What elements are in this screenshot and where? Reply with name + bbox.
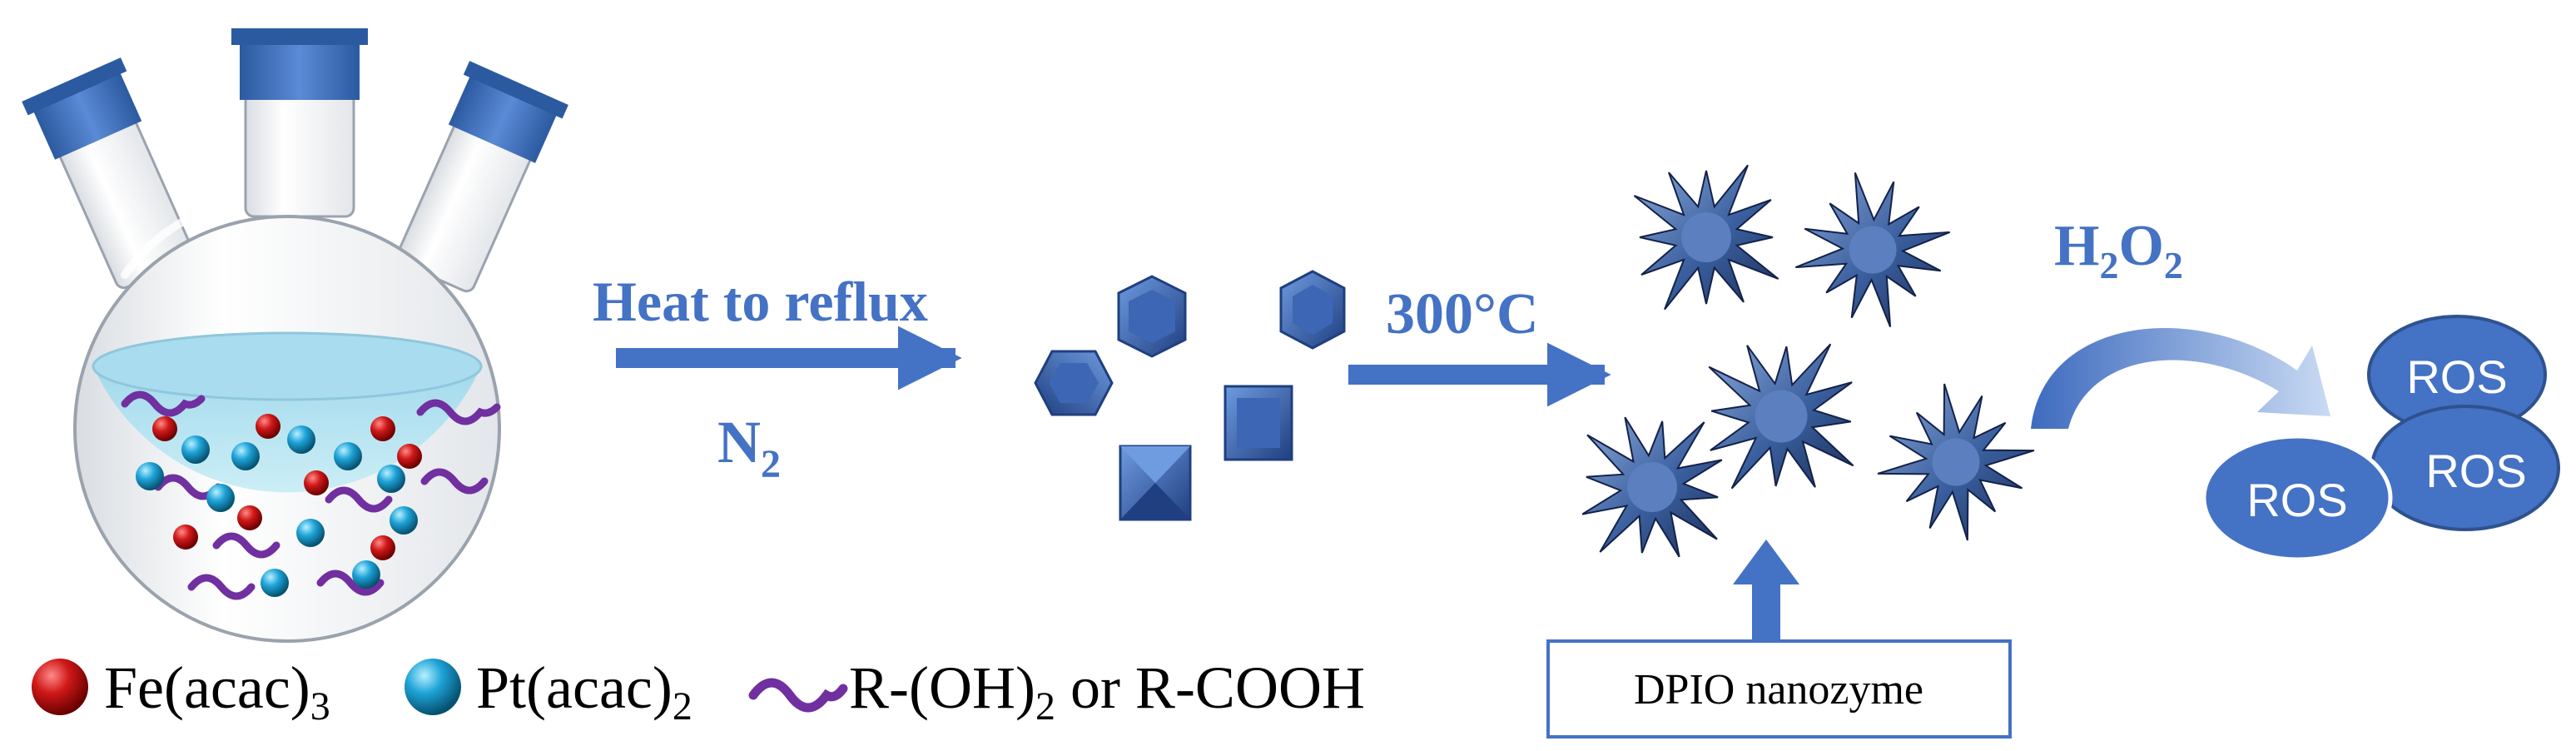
cube-icon [1223, 385, 1293, 461]
legend: Fe(acac)3 Pt(acac)2 R-(OH)2 or R-COOH [32, 654, 1365, 729]
pt-sphere-icon [405, 659, 461, 715]
spiky-nanozyme-icon [1877, 383, 2035, 541]
temperature-label: 300°C [1386, 282, 1539, 346]
spiky-nanozyme-icon [1795, 172, 1950, 327]
atmosphere-label: N2 [717, 409, 781, 486]
fe-sphere-icon [152, 414, 422, 560]
spiky-nanozyme-icon [1708, 343, 1854, 490]
label-pointer-arrow [1733, 540, 1799, 641]
product-label: DPIO nanozyme [1634, 666, 1923, 714]
spiky-nanozyme-icon [1581, 416, 1723, 558]
ros-label: ROS [2425, 445, 2526, 497]
spiky-nanozyme-icon [1581, 164, 2035, 558]
heat-label: Heat to reflux [593, 270, 928, 333]
cube-intermediates [1034, 270, 1346, 521]
legend-pt: Pt(acac)2 [476, 654, 692, 729]
legend-ligand: R-(OH)2 or R-COOH [849, 654, 1365, 729]
cube-icon [1034, 350, 1114, 416]
ligand-icon [121, 390, 501, 600]
ros-label: ROS [2246, 474, 2347, 526]
nanozyme-cluster [1581, 164, 2035, 558]
three-neck-flask-icon [22, 28, 568, 643]
cube-icon [1119, 445, 1192, 521]
ros-bubble [2201, 434, 2393, 562]
legend-fe: Fe(acac)3 [104, 654, 330, 729]
product-label-box [1546, 639, 2012, 739]
oxidant-label: H2O2 [2054, 214, 2183, 286]
pt-sphere-icon [136, 425, 418, 597]
ligand-icon [748, 678, 848, 713]
curved-arrow-icon [2031, 328, 2330, 429]
cube-icon [1117, 275, 1187, 358]
ros-label: ROS [2406, 351, 2507, 403]
spiky-nanozyme-icon [1633, 164, 1779, 311]
fe-sphere-icon [32, 659, 88, 715]
flask-contents [121, 390, 501, 600]
ros-group: ROS ROS ROS [2201, 315, 2560, 562]
cube-icon [1279, 270, 1346, 350]
